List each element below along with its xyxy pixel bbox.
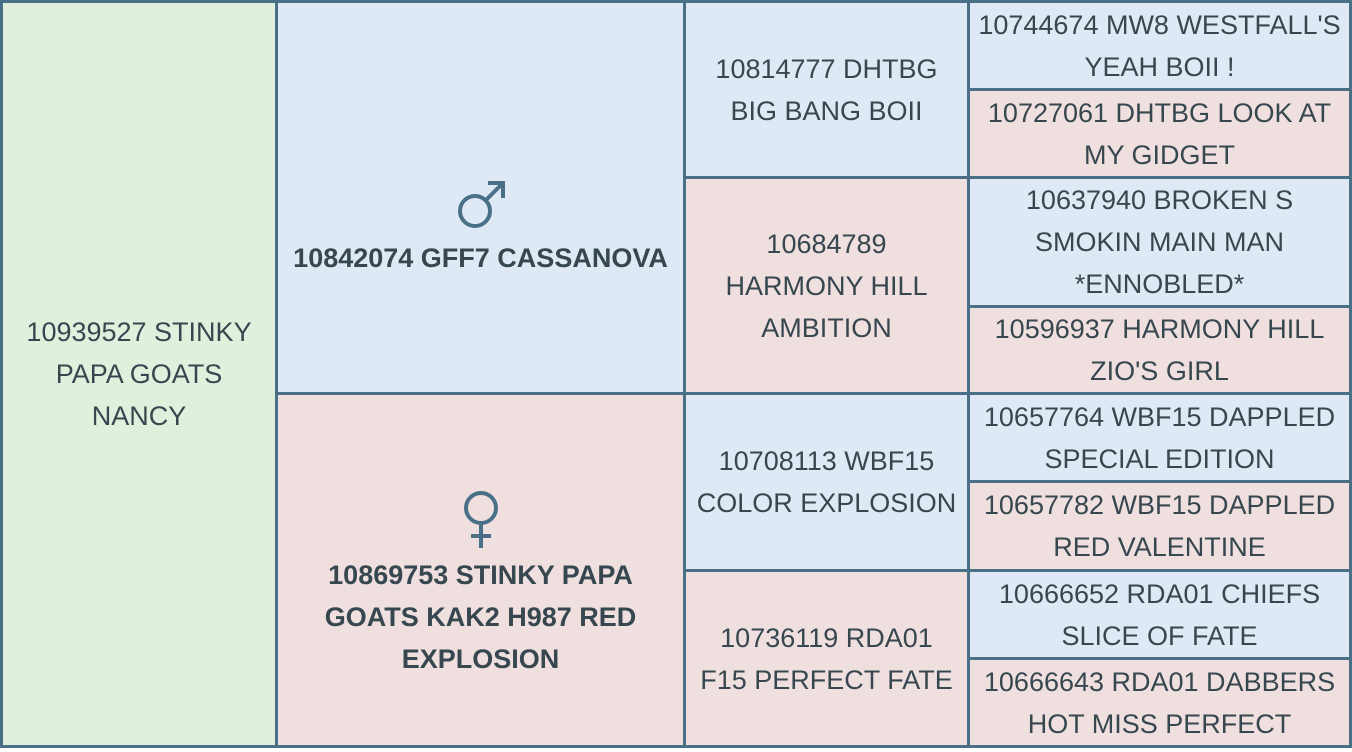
ggp-label: 10657764 WBF15 DAPPLED SPECIAL EDITION: [983, 401, 1336, 474]
dam-sire-label: 10708113 WBF15 COLOR EXPLOSION: [696, 446, 957, 518]
ggp-label: 10744674 MW8 WESTFALL'S YEAH BOII !: [978, 9, 1341, 82]
ggp-label: 10637940 BROKEN S SMOKIN MAIN MAN *ENNOB…: [1025, 185, 1294, 299]
ggp-label: 10657782 WBF15 DAPPLED RED VALENTINE: [983, 490, 1336, 562]
female-symbol-icon: [463, 491, 498, 548]
subject-cell: 10939527 STINKY PAPA GOATS NANCY: [3, 3, 275, 745]
ggp-cell: 10666652 RDA01 CHIEFS SLICE OF FATE: [970, 572, 1349, 657]
ggp-cell: 10657782 WBF15 DAPPLED RED VALENTINE: [970, 483, 1349, 569]
ggp-cell: 10637940 BROKEN S SMOKIN MAIN MAN *ENNOB…: [970, 179, 1349, 305]
ggp-label: 10727061 DHTBG LOOK AT MY GIDGET: [987, 97, 1332, 170]
ggp-label: 10666652 RDA01 CHIEFS SLICE OF FATE: [998, 578, 1321, 651]
ggp-cell: 10727061 DHTBG LOOK AT MY GIDGET: [970, 91, 1349, 176]
ggp-cell: 10596937 HARMONY HILL ZIO'S GIRL: [970, 308, 1349, 392]
ggp-cell: 10666643 RDA01 DABBERS HOT MISS PERFECT: [970, 660, 1349, 745]
ggp-cell: 10657764 WBF15 DAPPLED SPECIAL EDITION: [970, 395, 1349, 480]
male-symbol-icon: [457, 180, 505, 228]
sire-cell: 10842074 GFF7 CASSANOVA: [278, 3, 683, 392]
sire-sire-label: 10814777 DHTBG BIG BANG BOII: [715, 53, 938, 126]
sire-sire-cell: 10814777 DHTBG BIG BANG BOII: [686, 3, 967, 176]
dam-label: 10869753 STINKY PAPA GOATS KAK2 H987 RED…: [324, 560, 637, 674]
sire-dam-cell: 10684789 HARMONY HILL AMBITION: [686, 179, 967, 392]
sire-dam-label: 10684789 HARMONY HILL AMBITION: [725, 228, 928, 343]
sire-label: 10842074 GFF7 CASSANOVA: [293, 242, 668, 273]
dam-dam-cell: 10736119 RDA01 F15 PERFECT FATE: [686, 572, 967, 745]
subject-label: 10939527 STINKY PAPA GOATS NANCY: [26, 317, 252, 431]
dam-sire-cell: 10708113 WBF15 COLOR EXPLOSION: [686, 395, 967, 569]
ggp-label: 10596937 HARMONY HILL ZIO'S GIRL: [994, 314, 1325, 386]
dam-dam-label: 10736119 RDA01 F15 PERFECT FATE: [700, 622, 953, 695]
dam-cell: 10869753 STINKY PAPA GOATS KAK2 H987 RED…: [278, 395, 683, 745]
ggp-label: 10666643 RDA01 DABBERS HOT MISS PERFECT: [983, 666, 1336, 739]
ggp-cell: 10744674 MW8 WESTFALL'S YEAH BOII !: [970, 3, 1349, 88]
